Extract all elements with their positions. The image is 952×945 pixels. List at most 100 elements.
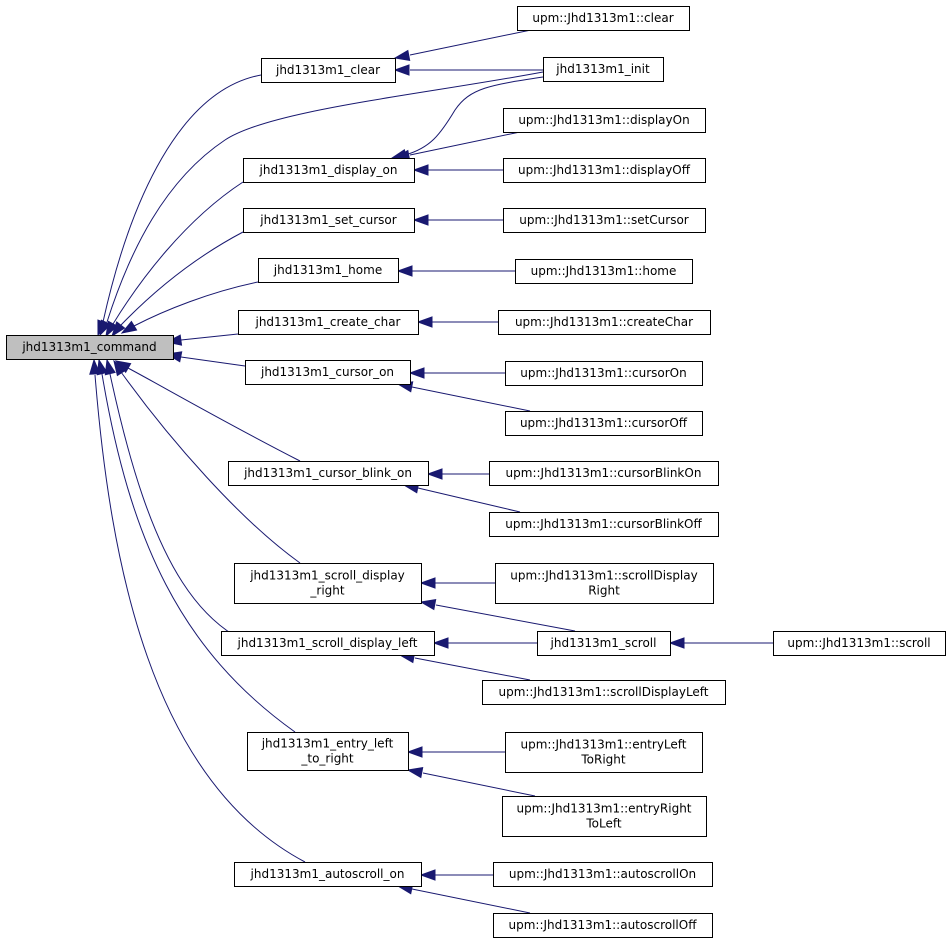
node-label: upm::Jhd1313m1::cursorBlinkOn — [506, 466, 702, 480]
edge-line — [120, 231, 244, 326]
edge-upm_displayOn-to-display_on — [393, 131, 521, 161]
node-box — [505, 732, 703, 773]
edge-display_on-to-command — [105, 181, 244, 338]
node-home[interactable]: jhd1313m1_home — [258, 258, 399, 283]
node-upm-clear[interactable]: upm::Jhd1313m1::clear — [517, 6, 690, 31]
node-box — [6, 335, 174, 360]
edge-autoscroll_on-to-command — [89, 358, 306, 863]
node-cursor-on[interactable]: jhd1313m1_cursor_on — [245, 360, 411, 385]
edge-scroll_display_left-to-command — [104, 358, 301, 656]
edge-line — [94, 374, 306, 863]
edge-upm_entryRightToLeft-to-entry_left_to_right — [406, 767, 536, 797]
node-box — [503, 158, 706, 183]
node-cursor-blink-on[interactable]: jhd1313m1_cursor_blink_on — [228, 461, 429, 486]
edge-line — [435, 604, 576, 632]
edge-upm_autoscrollOn-to-autoscroll_on — [419, 869, 493, 881]
node-upm-cursorOff[interactable]: upm::Jhd1313m1::cursorOff — [505, 411, 703, 436]
node-label: upm::Jhd1313m1::autoscrollOn — [509, 867, 696, 881]
node-upm-displayOn[interactable]: upm::Jhd1313m1::displayOn — [503, 108, 706, 133]
node-upm-createChar[interactable]: upm::Jhd1313m1::createChar — [498, 310, 711, 335]
node-box — [493, 862, 713, 887]
node-upm-cursorOn[interactable]: upm::Jhd1313m1::cursorOn — [505, 361, 703, 386]
edge-line — [180, 356, 246, 367]
node-box — [503, 108, 706, 133]
node-label: jhd1313m1_scroll — [550, 636, 657, 650]
edge-clear-to-command — [97, 74, 262, 337]
edge-line — [106, 71, 544, 323]
edge-line — [409, 131, 521, 156]
node-upm-autoscrollOff[interactable]: upm::Jhd1313m1::autoscrollOff — [493, 913, 713, 938]
node-label: upm::Jhd1313m1::setCursor — [519, 213, 689, 227]
edge-upm_cursorBlinkOff-to-cursor_blink_on — [402, 482, 521, 513]
arrowhead-icon — [406, 767, 424, 779]
node-label: upm::Jhd1313m1::cursorOff — [520, 416, 688, 430]
edge-upm_cursorOff-to-cursor_on — [396, 381, 531, 412]
node-box — [505, 361, 703, 386]
node-upm-setCursor[interactable]: upm::Jhd1313m1::setCursor — [503, 208, 706, 233]
nodes-layer: jhd1313m1_command jhd1313m1_clear jhd1313m… — [6, 6, 946, 938]
node-display-on[interactable]: jhd1313m1_display_on — [243, 158, 415, 183]
node-label: upm::Jhd1313m1::clear — [532, 11, 673, 25]
node-box — [245, 360, 411, 385]
edge-create_char-to-command — [165, 333, 239, 346]
node-box — [482, 680, 726, 705]
node-scroll[interactable]: jhd1313m1_scroll — [537, 631, 671, 656]
node-upm-scroll[interactable]: upm::Jhd1313m1::scroll — [773, 631, 946, 656]
edge-line — [180, 333, 239, 341]
arrowhead-icon — [105, 320, 119, 338]
node-set-cursor[interactable]: jhd1313m1_set_cursor — [243, 208, 415, 233]
node-box — [234, 862, 422, 887]
node-box — [493, 913, 713, 938]
node-scroll-display-left[interactable]: jhd1313m1_scroll_display_left — [221, 631, 435, 656]
edge-upm_scrollDisplayLeft-to-scroll_display_left — [398, 652, 531, 681]
node-box — [495, 563, 714, 604]
node-label: upm::Jhd1313m1::displayOn — [518, 113, 689, 127]
edge-line — [409, 29, 532, 56]
node-upm-cursorBlinkOff[interactable]: upm::Jhd1313m1::cursorBlinkOff — [489, 512, 719, 537]
node-label: upm::Jhd1313m1::cursorBlinkOff — [505, 517, 702, 531]
node-label: ToLeft — [585, 817, 622, 831]
node-scroll-display-right[interactable]: jhd1313m1_scroll_display_right — [234, 563, 422, 604]
arrowhead-icon — [419, 869, 436, 881]
node-upm-home[interactable]: upm::Jhd1313m1::home — [515, 259, 693, 284]
node-label: jhd1313m1_cursor_on — [260, 365, 394, 379]
node-label: upm::Jhd1313m1::entryRight — [516, 802, 691, 816]
node-clear[interactable]: jhd1313m1_clear — [261, 58, 396, 83]
node-label: upm::Jhd1313m1::displayOff — [518, 163, 691, 177]
node-label: jhd1313m1_home — [273, 263, 382, 277]
node-upm-cursorBlinkOn[interactable]: upm::Jhd1313m1::cursorBlinkOn — [489, 461, 719, 486]
node-box — [489, 512, 719, 537]
node-label: jhd1313m1_scroll_display — [249, 569, 405, 583]
node-label: jhd1313m1_autoscroll_on — [250, 867, 405, 881]
node-init[interactable]: jhd1313m1_init — [543, 57, 664, 82]
edge-line — [414, 657, 531, 681]
arrowhead-icon — [96, 358, 108, 376]
edge-line — [101, 373, 296, 733]
node-upm-scrollDisplayLeft[interactable]: upm::Jhd1313m1::scrollDisplayLeft — [482, 680, 726, 705]
arrowhead-icon — [393, 49, 411, 61]
arrowhead-icon — [432, 637, 449, 649]
node-label: Right — [588, 584, 620, 598]
edge-upm_cursorBlinkOn-to-cursor_blink_on — [426, 468, 489, 480]
node-box — [515, 259, 693, 284]
node-command[interactable]: jhd1313m1_command — [6, 335, 174, 360]
node-upm-autoscrollOn[interactable]: upm::Jhd1313m1::autoscrollOn — [493, 862, 713, 887]
node-box — [221, 631, 435, 656]
edge-line — [404, 76, 544, 156]
node-label: jhd1313m1_scroll_display_left — [237, 636, 418, 650]
edge-cursor_on-to-command — [165, 351, 246, 367]
node-upm-displayOff[interactable]: upm::Jhd1313m1::displayOff — [503, 158, 706, 183]
edge-home-to-command — [120, 281, 259, 334]
arrowhead-icon — [416, 316, 433, 328]
arrowhead-icon — [396, 265, 413, 277]
edge-upm_autoscrollOff-to-autoscroll_on — [396, 883, 531, 914]
edge-init-to-clear — [393, 64, 543, 76]
node-autoscroll-on[interactable]: jhd1313m1_autoscroll_on — [234, 862, 422, 887]
node-create-char[interactable]: jhd1313m1_create_char — [238, 310, 419, 335]
edge-cursor_blink_on-to-command — [114, 360, 301, 462]
edge-scroll_display_right-to-command — [113, 359, 301, 564]
node-entry-left-to-right[interactable]: jhd1313m1_entry_left_to_right — [247, 732, 409, 771]
